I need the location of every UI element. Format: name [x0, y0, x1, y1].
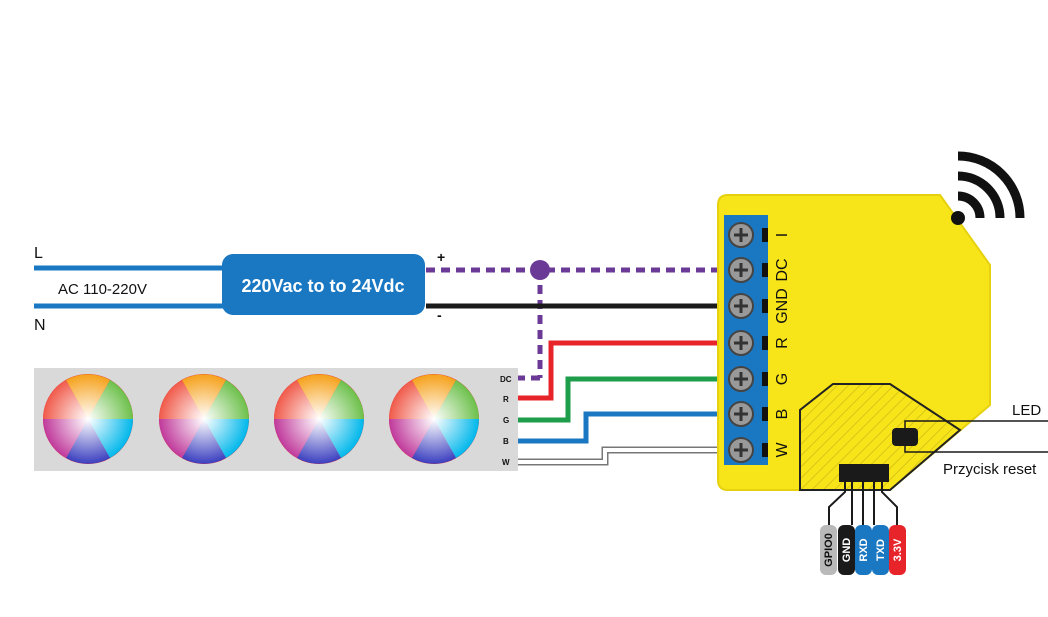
reset-button-label: Przycisk reset: [943, 461, 1037, 478]
psu-minus-label: -: [437, 307, 442, 323]
svg-text:RXD: RXD: [858, 538, 870, 561]
rgb-led-4: [389, 374, 479, 464]
junction-dot: [530, 260, 550, 280]
line-label: L: [34, 245, 43, 262]
terminal-screws: [728, 222, 754, 463]
terminal-label-g: G: [774, 373, 791, 385]
terminal-label-gnd: GND: [774, 288, 791, 324]
led-button-component: [892, 420, 1048, 453]
blue-wire: [518, 411, 724, 444]
strip-pin-w: W: [502, 458, 510, 467]
programming-header: [839, 464, 889, 482]
power-supply-box: [222, 254, 425, 315]
strip-pin-dc: DC: [500, 375, 512, 384]
header-pin-rxd: RXD: [855, 525, 872, 575]
red-wire: [518, 340, 724, 401]
led-label: LED: [1012, 402, 1041, 419]
terminal-label-r: R: [774, 337, 791, 349]
neutral-label: N: [34, 317, 46, 334]
svg-text:GPIO0: GPIO0: [823, 533, 835, 567]
psu-plus-label: +: [437, 249, 445, 265]
header-leads: [828, 482, 898, 525]
dc-positive-wire: [426, 260, 724, 381]
terminal-label-dc: DC: [774, 258, 791, 281]
header-pin-gpio0: GPIO0: [820, 525, 837, 575]
wifi-icon: [951, 151, 1025, 225]
header-pin-3v3: 3.3V: [889, 525, 906, 575]
header-pin-gnd: GND: [838, 525, 855, 575]
strip-pin-b: B: [503, 437, 509, 446]
ac-voltage-label: AC 110-220V: [58, 281, 147, 298]
svg-text:3.3V: 3.3V: [892, 538, 904, 561]
rgb-led-1: [43, 374, 133, 464]
controller-module: [717, 194, 991, 491]
rgb-led-3: [274, 374, 364, 464]
svg-text:GND: GND: [841, 538, 853, 563]
terminal-label-i: I: [774, 233, 791, 237]
svg-text:TXD: TXD: [875, 539, 887, 561]
white-wire: [518, 446, 724, 466]
terminal-label-b: B: [774, 409, 791, 420]
strip-pin-g: G: [503, 416, 509, 425]
terminal-label-w: W: [774, 442, 791, 458]
green-wire: [518, 376, 724, 423]
header-pin-txd: TXD: [872, 525, 889, 575]
rgb-led-2: [159, 374, 249, 464]
power-supply-label: 220Vac to to 24Vdc: [241, 276, 404, 296]
strip-pin-r: R: [503, 395, 509, 404]
mains-wires: [34, 265, 228, 309]
module-hatched-area: [799, 383, 962, 491]
